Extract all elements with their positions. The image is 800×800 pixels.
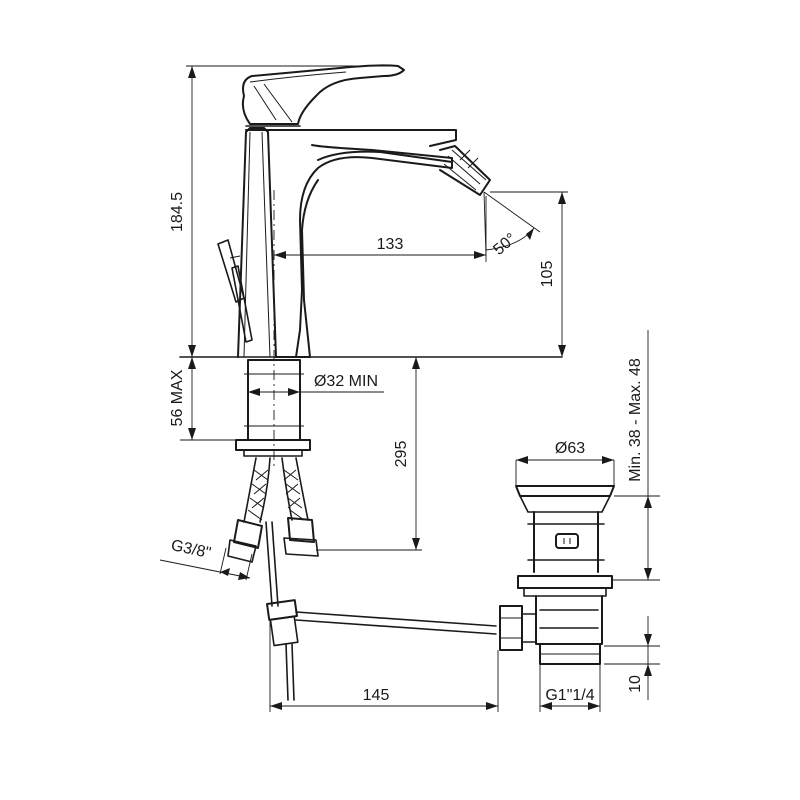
spout-reach-label: 133 (377, 236, 404, 253)
pull-rod (265, 521, 497, 701)
lever-handle (241, 64, 405, 125)
dimension-spout-reach: 133 (274, 196, 487, 262)
hose-length-label: 295 (393, 441, 410, 468)
dimension-waste-tail: 10 (604, 616, 660, 700)
waste-range-label: Min. 38 - Max. 48 (627, 358, 644, 482)
mixer-body (237, 125, 491, 358)
dimension-deck-thickness: 56 MAX (169, 357, 236, 441)
dimension-spout-height: 105 (490, 191, 568, 357)
dimension-waste-diameter: Ø63 (515, 440, 615, 486)
total-height-label: 184.5 (169, 192, 186, 232)
waste-diameter-label: Ø63 (555, 440, 585, 457)
shank (235, 190, 311, 470)
dimension-waste-thread: G1"1/4 (539, 664, 601, 712)
connection-thread-label: G3/8" (169, 537, 212, 562)
spout-height-label: 105 (539, 261, 556, 288)
lift-rod (217, 239, 253, 343)
flexible-hoses (227, 457, 319, 563)
spout-angle-label: 50° (490, 230, 519, 259)
dimension-hose-length: 295 (316, 357, 422, 551)
rod-length-label: 145 (363, 687, 390, 704)
hole-diameter-label: Ø32 MIN (314, 373, 378, 390)
dimension-total-height: 184.5 (169, 65, 394, 357)
dimension-rod-length: 145 (269, 620, 499, 712)
deck-thickness-label: 56 MAX (169, 369, 186, 426)
dimension-waste-range: Min. 38 - Max. 48 (612, 330, 660, 581)
waste-tail-label: 10 (627, 675, 644, 693)
dimension-spout-angle: 50° (483, 191, 541, 259)
pop-up-waste (499, 485, 615, 665)
dimension-hole-diameter: Ø32 MIN (248, 373, 384, 396)
waste-thread-label: G1"1/4 (545, 687, 594, 704)
